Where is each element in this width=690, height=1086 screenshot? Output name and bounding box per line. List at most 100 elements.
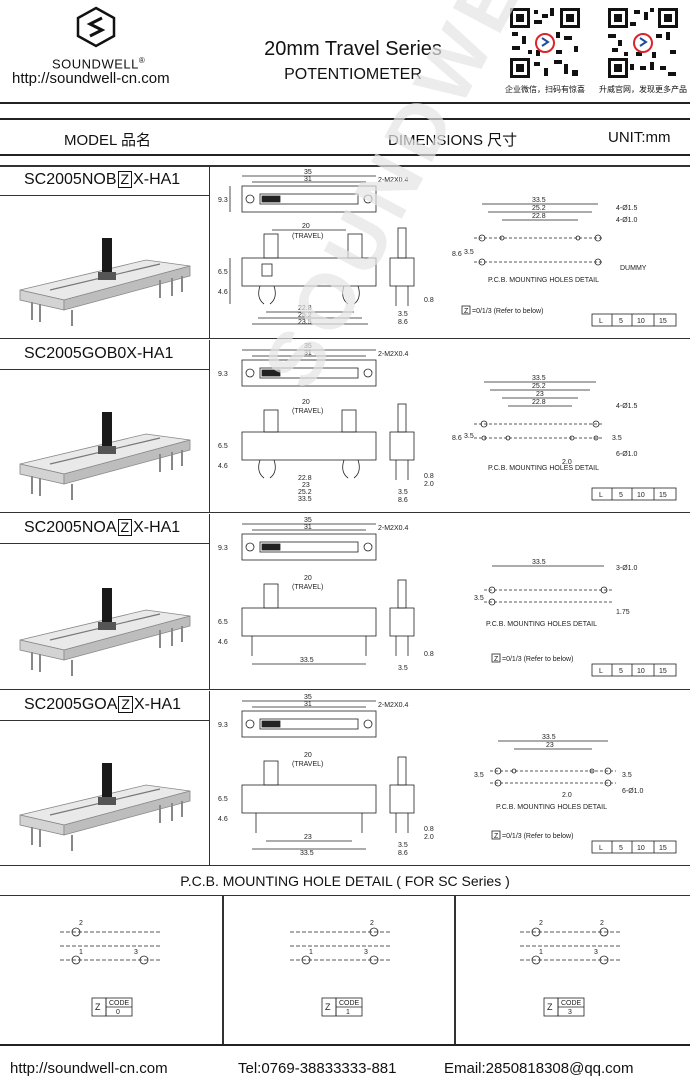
- svg-text:L: L: [599, 845, 603, 852]
- svg-text:5: 5: [619, 845, 623, 852]
- svg-text:2-M2X0.4: 2-M2X0.4: [378, 351, 408, 358]
- qr-code-wechat: [508, 6, 582, 80]
- svg-text:3.5: 3.5: [464, 433, 474, 440]
- svg-text:L: L: [599, 668, 603, 675]
- svg-text:5: 5: [619, 318, 623, 325]
- svg-text:DUMMY: DUMMY: [620, 265, 647, 272]
- page-subtitle: POTENTIOMETER: [284, 66, 422, 83]
- side-view: [389, 227, 415, 306]
- pcb-cell-divider: [222, 896, 224, 1044]
- svg-text:35: 35: [304, 169, 312, 176]
- svg-text:2.0: 2.0: [424, 834, 434, 841]
- page-footer: http://soundwell-cn.com Tel:0769-3883333…: [0, 1056, 690, 1084]
- svg-text:8.6: 8.6: [452, 435, 462, 442]
- svg-text:33.5: 33.5: [532, 197, 546, 204]
- top-view: [229, 175, 377, 213]
- svg-text:3.5: 3.5: [398, 311, 408, 318]
- svg-text:33.5: 33.5: [300, 850, 314, 857]
- svg-text:CODE: CODE: [339, 1000, 360, 1007]
- svg-text:25.2: 25.2: [298, 489, 312, 496]
- svg-text:31: 31: [304, 350, 312, 357]
- svg-text:4.6: 4.6: [218, 639, 228, 646]
- svg-text:(TRAVEL): (TRAVEL): [292, 233, 323, 240]
- product-photo: [0, 370, 210, 513]
- svg-text:Z: Z: [494, 833, 499, 840]
- svg-text:20: 20: [304, 575, 312, 582]
- svg-text:=0/1/3 (Refer to below): =0/1/3 (Refer to below): [472, 308, 543, 315]
- soundwell-logo: [56, 6, 136, 58]
- pcb-cell-divider: [454, 896, 456, 1044]
- svg-text:6.5: 6.5: [218, 269, 228, 276]
- svg-text:Z: Z: [464, 308, 469, 315]
- svg-text:33.5: 33.5: [298, 496, 312, 503]
- svg-text:2-M2X0.4: 2-M2X0.4: [378, 525, 408, 532]
- svg-text:35: 35: [304, 694, 312, 701]
- svg-text:35: 35: [304, 343, 312, 350]
- product-photo: [0, 721, 210, 865]
- svg-text:3.5: 3.5: [398, 489, 408, 496]
- dimension-drawing: 35 31 2-M2X0.4 9.3 20 (TRAVEL) 6.5 4.6 3…: [212, 514, 688, 689]
- svg-text:2.0: 2.0: [562, 459, 572, 466]
- qr-website-caption: 升威官网，发现更多产品: [599, 85, 687, 94]
- product-row-2: SC2005GOB0X-HA1 35 31 2-M2X0.4 9.3 20 (T…: [0, 340, 690, 513]
- svg-text:3: 3: [134, 949, 138, 956]
- svg-text:5: 5: [619, 492, 623, 499]
- footer-url[interactable]: http://soundwell-cn.com: [10, 1060, 168, 1077]
- svg-text:23: 23: [546, 742, 554, 749]
- pcb-detail-grid: 2 1 3 Z CODE 0 2 1 3 Z CODE 1: [0, 896, 690, 1046]
- model-name: SC2005GOB0X-HA1: [0, 340, 210, 370]
- svg-text:2: 2: [539, 920, 543, 927]
- dimension-drawing: 35 31 2-M2X0.4 9.3 20 (TRAVEL) 6.5 4.6 2…: [212, 340, 688, 512]
- svg-text:4-Ø1.5: 4-Ø1.5: [616, 403, 638, 410]
- footer-email[interactable]: Email:2850818308@qq.com: [444, 1060, 634, 1077]
- svg-text:31: 31: [304, 524, 312, 531]
- svg-text:(TRAVEL): (TRAVEL): [292, 584, 323, 591]
- svg-text:0.8: 0.8: [424, 826, 434, 833]
- dimension-drawing: 35 31 2-M2X0.4 9.3 20 (TRAVEL) 6.5 4.6 2…: [212, 691, 688, 865]
- svg-text:P.C.B. MOUNTING HOLES DETAIL: P.C.B. MOUNTING HOLES DETAIL: [488, 465, 599, 472]
- svg-text:22.8: 22.8: [298, 475, 312, 482]
- row-top-line: [0, 165, 690, 167]
- pcb-code-0: 2 1 3 Z CODE 0: [0, 896, 222, 1044]
- svg-text:3.5: 3.5: [398, 842, 408, 849]
- svg-text:22.8: 22.8: [298, 305, 312, 312]
- svg-text:15: 15: [659, 845, 667, 852]
- front-view: [229, 229, 377, 325]
- table-header: MODEL 品名 DIMENSIONS 尺寸 UNIT:mm: [0, 118, 690, 156]
- svg-text:0: 0: [116, 1009, 120, 1016]
- svg-text:6.5: 6.5: [218, 443, 228, 450]
- svg-text:Z: Z: [325, 1002, 331, 1012]
- svg-text:33.5: 33.5: [542, 734, 556, 741]
- svg-text:1: 1: [346, 1009, 350, 1016]
- svg-text:P.C.B. MOUNTING HOLES DETAIL: P.C.B. MOUNTING HOLES DETAIL: [488, 277, 599, 284]
- svg-text:20: 20: [304, 752, 312, 759]
- header-divider: [0, 102, 690, 104]
- header-url[interactable]: http://soundwell-cn.com: [12, 70, 170, 87]
- svg-text:1: 1: [309, 949, 313, 956]
- svg-text:3: 3: [364, 949, 368, 956]
- svg-text:2-M2X0.4: 2-M2X0.4: [378, 702, 408, 709]
- unit-label: UNIT:mm: [608, 129, 671, 146]
- svg-text:3-Ø1.0: 3-Ø1.0: [616, 565, 638, 572]
- svg-text:4.6: 4.6: [218, 816, 228, 823]
- svg-text:6.5: 6.5: [218, 796, 228, 803]
- svg-text:2-M2X0.4: 2-M2X0.4: [378, 177, 408, 184]
- svg-text:CODE: CODE: [561, 1000, 582, 1007]
- qr-code-website: [606, 6, 680, 80]
- svg-text:31: 31: [304, 176, 312, 183]
- svg-text:25.2: 25.2: [298, 312, 312, 319]
- svg-text:10: 10: [637, 845, 645, 852]
- product-photo: [0, 544, 210, 690]
- svg-text:5: 5: [619, 668, 623, 675]
- svg-text:2.0: 2.0: [562, 792, 572, 799]
- svg-text:L: L: [599, 492, 603, 499]
- svg-text:4-Ø1.0: 4-Ø1.0: [616, 217, 638, 224]
- svg-text:3.5: 3.5: [474, 772, 484, 779]
- svg-text:10: 10: [637, 492, 645, 499]
- svg-text:P.C.B. MOUNTING HOLES DETAIL: P.C.B. MOUNTING HOLES DETAIL: [496, 804, 607, 811]
- svg-text:1: 1: [539, 949, 543, 956]
- svg-text:9.3: 9.3: [218, 197, 228, 204]
